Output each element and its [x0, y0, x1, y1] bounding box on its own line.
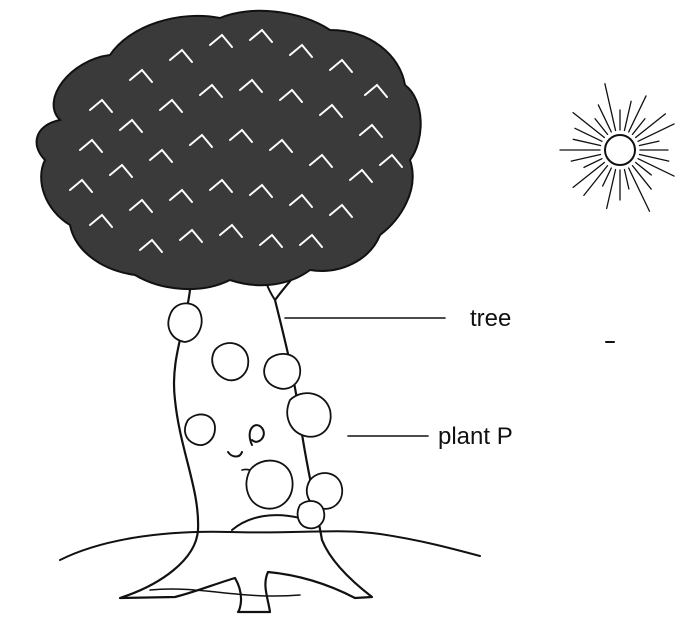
ground: [60, 531, 480, 596]
tree-canopy: [37, 11, 421, 289]
sun-disc: [605, 135, 635, 165]
sun-ray: [624, 101, 631, 130]
leaf-icon: [185, 414, 215, 445]
sun-ray: [624, 169, 628, 188]
sun-ray: [639, 154, 668, 161]
sun-ray: [632, 166, 651, 189]
leaf-icon: [212, 343, 248, 380]
tree-trunk: [120, 245, 372, 612]
sun-ray: [573, 139, 600, 145]
leaf-icon: [168, 303, 201, 342]
sun-ray: [638, 124, 674, 141]
leaf-icon: [298, 501, 325, 528]
sun-ray: [575, 128, 602, 141]
canopy-outline: [37, 11, 421, 289]
sun-ray: [639, 141, 658, 145]
leaf-icon: [264, 354, 300, 389]
leaf-icon: [246, 461, 292, 509]
leaf-icon: [287, 393, 330, 437]
sun-ray: [605, 84, 616, 131]
tree-label: tree: [470, 305, 511, 332]
sun-ray: [598, 105, 611, 132]
plant-p-label: plant P: [438, 423, 513, 450]
trunk-outline: [120, 258, 372, 612]
sun-icon: [560, 84, 674, 212]
sun-ray: [571, 154, 600, 161]
trunk-knot: [250, 425, 264, 445]
